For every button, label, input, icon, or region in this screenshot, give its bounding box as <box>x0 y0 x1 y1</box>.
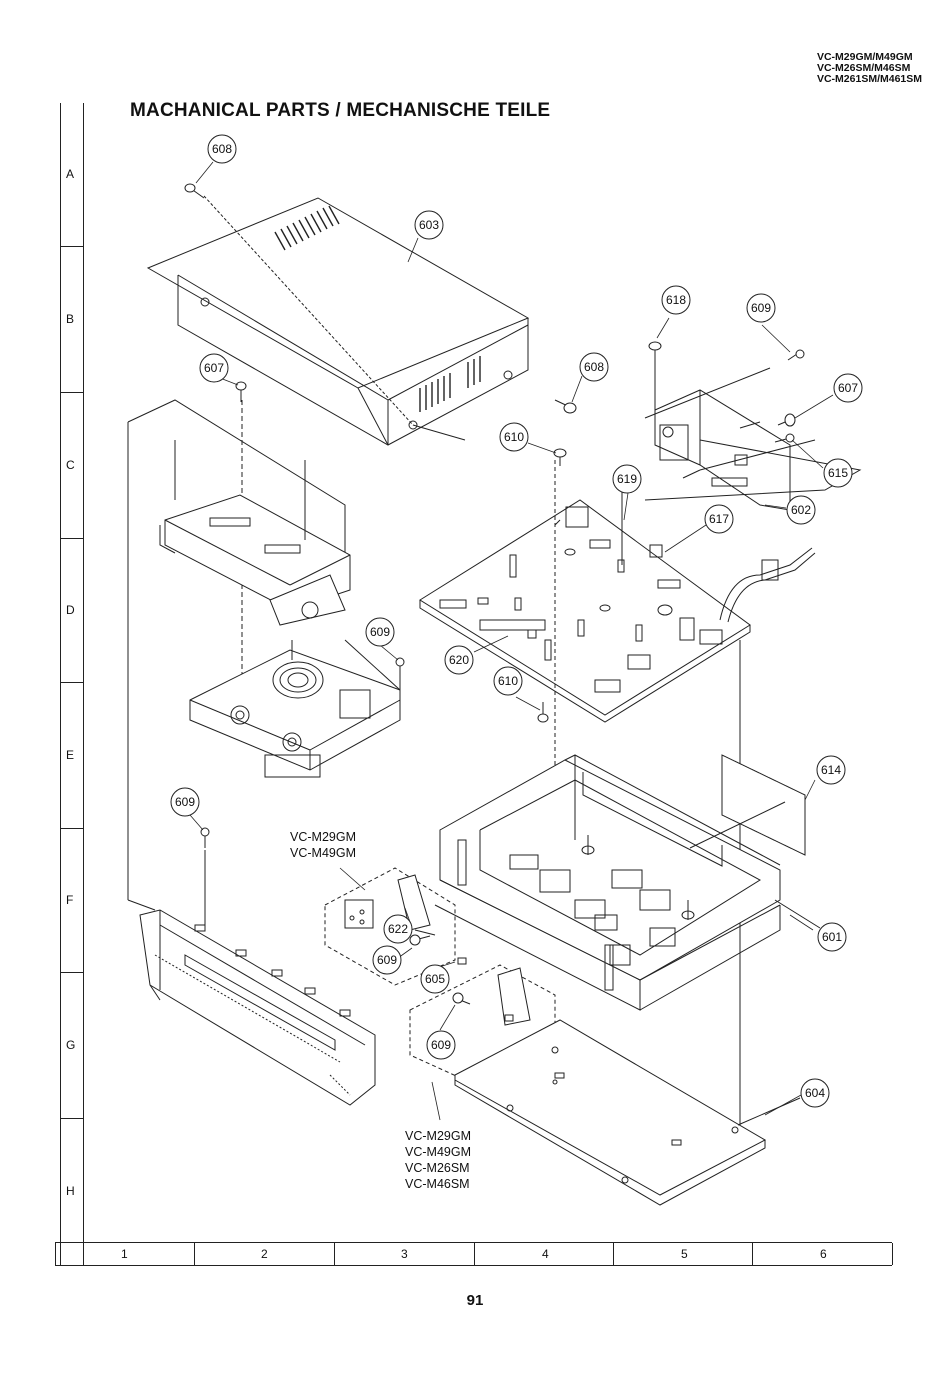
variant-model: VC-M46SM <box>405 1176 471 1192</box>
callout-615: 615 <box>824 459 852 487</box>
callout-607-top: 607 <box>200 354 228 382</box>
front-panel-drawing <box>140 910 375 1105</box>
callout-605: 605 <box>421 965 449 993</box>
variant-model: VC-M49GM <box>405 1144 471 1160</box>
callout-label: 608 <box>212 142 232 156</box>
sensor-board-drawing <box>645 350 860 510</box>
callout-label: 622 <box>388 922 408 936</box>
callout-label: 604 <box>805 1086 825 1100</box>
callout-label: 619 <box>617 472 637 486</box>
callout-610-bottom: 610 <box>494 667 522 695</box>
callout-619: 619 <box>613 465 641 493</box>
callout-607-right: 607 <box>834 374 862 402</box>
callout-label: 603 <box>419 218 439 232</box>
callout-label: 609 <box>370 625 390 639</box>
cassette-holder-drawing <box>160 440 350 625</box>
top-cover-drawing <box>148 196 528 445</box>
callout-618: 618 <box>662 286 690 314</box>
callout-label: 610 <box>498 674 518 688</box>
callout-602: 602 <box>787 496 815 524</box>
callout-label: 620 <box>449 653 469 667</box>
callout-label: 618 <box>666 293 686 307</box>
variant-model: VC-M26SM <box>405 1160 471 1176</box>
variant-model: VC-M29GM <box>405 1128 471 1144</box>
callout-label: 614 <box>821 763 841 777</box>
callout-label: 617 <box>709 512 729 526</box>
callout-label: 609 <box>751 301 771 315</box>
callout-label: 609 <box>431 1038 451 1052</box>
variant-label-lower: VC-M29GM VC-M49GM VC-M26SM VC-M46SM <box>405 1128 471 1192</box>
variant-label-upper: VC-M29GM VC-M49GM <box>290 829 356 861</box>
callout-label: 608 <box>584 360 604 374</box>
label-614-drawing <box>690 755 805 855</box>
callout-609-board: 609 <box>427 1031 455 1059</box>
bottom-plate-drawing <box>455 1020 800 1205</box>
callout-620: 620 <box>445 646 473 674</box>
callout-label: 609 <box>377 953 397 967</box>
callout-label: 610 <box>504 430 524 444</box>
callout-610-top: 610 <box>500 423 528 451</box>
variant-model: VC-M49GM <box>290 845 356 861</box>
callout-603: 603 <box>415 211 443 239</box>
variant-model: VC-M29GM <box>290 829 356 845</box>
callout-617: 617 <box>705 505 733 533</box>
callout-609-right: 609 <box>747 294 775 322</box>
tape-mechanism-drawing <box>190 640 400 777</box>
callout-label: 605 <box>425 972 445 986</box>
callout-label: 615 <box>828 466 848 480</box>
callout-609-left: 609 <box>171 788 199 816</box>
callout-601: 601 <box>818 923 846 951</box>
callout-609-mech: 609 <box>366 618 394 646</box>
callout-label: 607 <box>838 381 858 395</box>
callout-label: 609 <box>175 795 195 809</box>
callout-label: 601 <box>822 930 842 944</box>
callout-614: 614 <box>817 756 845 784</box>
callout-label: 607 <box>204 361 224 375</box>
page-number: 91 <box>0 1292 950 1309</box>
callout-label: 602 <box>791 503 811 517</box>
callout-622: 622 <box>384 915 412 943</box>
callout-608-mid: 608 <box>580 353 608 381</box>
callout-608-top: 608 <box>208 135 236 163</box>
callout-609-sub: 609 <box>373 946 401 974</box>
callout-604: 604 <box>801 1079 829 1107</box>
